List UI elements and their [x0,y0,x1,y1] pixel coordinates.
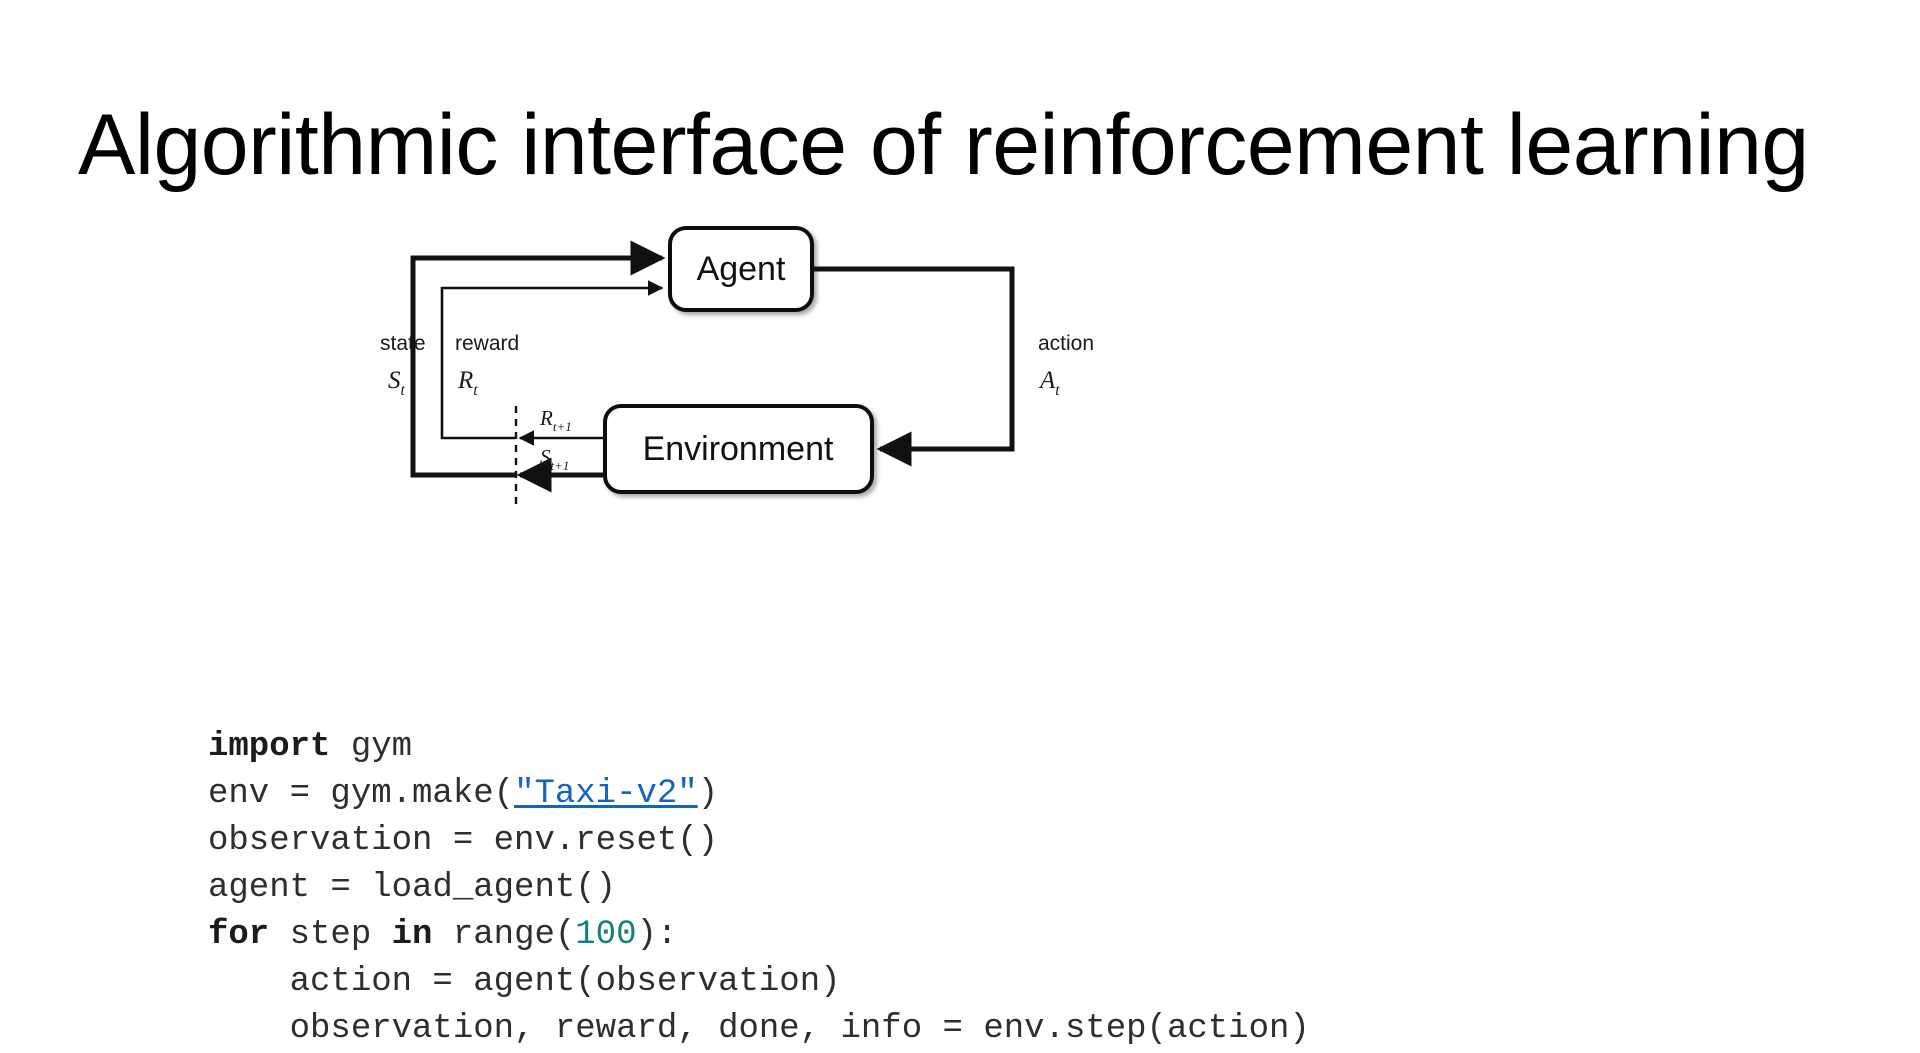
code-token: ) [697,775,719,813]
page-title: Algorithmic interface of reinforcement l… [78,96,1809,193]
action-symbol-base: A [1038,367,1056,394]
code-token: env = gym.make( [208,775,515,813]
code-token: 100 [575,916,637,954]
next-state-symbol-sub: t+1 [551,458,570,473]
reward-symbol-base: R [457,367,473,394]
code-token: agent = load_agent() [208,869,617,907]
action-edge-label: action [1038,332,1094,355]
state-edge [410,240,666,478]
next-reward-symbol: Rt+1 [539,406,572,434]
environment-box [603,404,874,494]
environment-node: Environment [603,404,874,494]
environment-label: Environment [643,430,834,468]
agent-node: Agent [668,226,814,312]
code-link-taxi-env[interactable]: "Taxi-v2" [514,775,698,813]
code-token: action = agent(observation) [208,963,841,1001]
reward-edge [440,280,664,440]
code-token: gym [330,728,413,766]
reward-symbol-sub: t [473,382,478,399]
action-edge [812,266,1015,467]
code-token: import [208,728,331,766]
code-line: observation = env.reset() [208,818,1310,865]
next-reward-symbol-sub: t+1 [553,419,572,434]
code-token: range( [432,916,576,954]
code-line: import gym [208,724,1310,771]
code-token: step [269,916,392,954]
code-token: ): [636,916,678,954]
code-token: observation = env.reset() [208,822,719,860]
next-state-symbol: St+1 [540,445,569,473]
reward-edge-label: reward [455,332,519,355]
next-state-symbol-base: S [540,445,551,469]
code-token: observation, reward, done, info = env.st… [208,1010,1310,1048]
agent-label: Agent [697,250,786,288]
action-symbol-sub: t [1055,382,1060,399]
rl-loop-svg: Agent Environment state St reward Rt act… [380,226,1094,506]
code-token: in [391,916,433,954]
code-line: observation, reward, done, info = env.st… [208,1006,1310,1053]
code-line: for step in range(100): [208,912,1310,959]
rl-loop-diagram: Agent Environment state St reward Rt act… [380,210,1180,530]
action-symbol: At [1038,367,1060,399]
next-reward-symbol-base: R [539,406,553,430]
code-line: action = agent(observation) [208,959,1310,1006]
state-symbol: St [388,367,406,399]
code-line: agent = load_agent() [208,865,1310,912]
code-block: import gym env = gym.make("Taxi-v2") obs… [208,724,1310,1053]
code-line: env = gym.make("Taxi-v2") [208,771,1310,818]
state-symbol-sub: t [401,382,406,399]
state-edge-label: state [380,332,426,355]
reward-symbol: Rt [457,367,478,399]
state-symbol-base: S [388,367,401,394]
code-token: for [208,916,270,954]
